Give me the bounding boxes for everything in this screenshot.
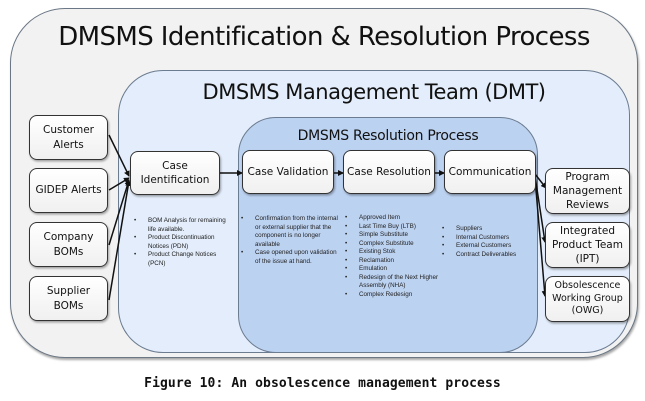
resolution-title: DMSMS Resolution Process (297, 128, 479, 144)
bullet-item: Case opened upon validation of the issue… (241, 249, 341, 266)
step-case-resolution: Case Resolution (343, 150, 435, 194)
arrow-communication-to-owg (534, 177, 548, 297)
source-label: GIDEP Alerts (35, 184, 102, 197)
arrow-communication-to-ipt (534, 175, 548, 243)
bullet-item: Contract Deliverables (442, 251, 538, 260)
output-label: (OWG) (571, 305, 604, 317)
step-label: Case Validation (247, 165, 329, 178)
bullet-item: External Customers (442, 242, 538, 251)
bullet-item: Complex Redesign (345, 291, 447, 300)
source-label: BOMs (53, 245, 84, 258)
bullet-item: Product Discontinuation Notices (PDN) (134, 234, 234, 251)
validation-bullets: Confirmation from the internal or extern… (241, 215, 341, 266)
source-gidep-alerts: GIDEP Alerts (29, 168, 108, 213)
outer-title: DMSMS Identification & Resolution Proces… (58, 22, 590, 52)
bullet-item: Confirmation from the internal or extern… (241, 215, 341, 249)
output-label: Product Team (552, 238, 623, 251)
bullet-item: Approved Item (345, 214, 447, 223)
bullet-item: Redesign of the Next Higher Assembly (NH… (345, 274, 447, 291)
bullet-item: BOM Analysis for remaining life availabl… (134, 217, 234, 234)
output-label: Obsolescence (554, 279, 621, 291)
bullet-item: Reclamation (345, 257, 447, 266)
bullet-item: Emulation (345, 265, 447, 274)
step-label: Case (162, 159, 188, 172)
output-label: Working Group (552, 292, 623, 304)
resolution-bullets: Approved Item Last Time Buy (LTB) Simple… (345, 214, 447, 299)
arrow-customer-to-identification (108, 134, 130, 177)
output-label: Reviews (566, 199, 609, 212)
step-label: Case Resolution (347, 165, 431, 178)
arrow-communication-to-pmr (534, 173, 547, 189)
bullet-item: Product Change Notices (PCN) (134, 251, 234, 268)
arrow-company-to-identification (108, 179, 131, 246)
step-case-validation: Case Validation (242, 150, 334, 194)
bullet-item: Existing Stok (345, 248, 447, 257)
bullet-item: Last Time Buy (LTB) (345, 223, 447, 232)
source-label: Alerts (53, 138, 84, 151)
output-label: Program (565, 170, 610, 183)
source-label: BOMs (53, 299, 84, 312)
source-label: Customer (42, 124, 94, 137)
output-label: Integrated (560, 224, 615, 237)
output-label: (IPT) (575, 253, 600, 266)
bullet-item: Simple Substitute (345, 231, 447, 240)
step-communication: Communication (444, 150, 536, 194)
bullet-item: Internal Customers (442, 234, 538, 243)
communication-bullets: Suppliers Internal Customers External Cu… (442, 225, 538, 259)
output-label: Management (552, 184, 623, 197)
source-label: Company (43, 231, 94, 244)
identification-bullets: BOM Analysis for remaining life availabl… (134, 217, 234, 268)
step-label: Identification (140, 174, 210, 186)
dmt-title: DMSMS Management Team (DMT) (202, 80, 546, 104)
source-label: Supplier (46, 285, 91, 298)
bullet-item: Suppliers (442, 225, 538, 234)
step-label: Communication (448, 165, 532, 178)
bullet-item: Complex Substitute (345, 240, 447, 249)
figure-caption: Figure 10: An obsolescence management pr… (144, 376, 501, 391)
arrow-supplier-to-identification (108, 180, 132, 301)
